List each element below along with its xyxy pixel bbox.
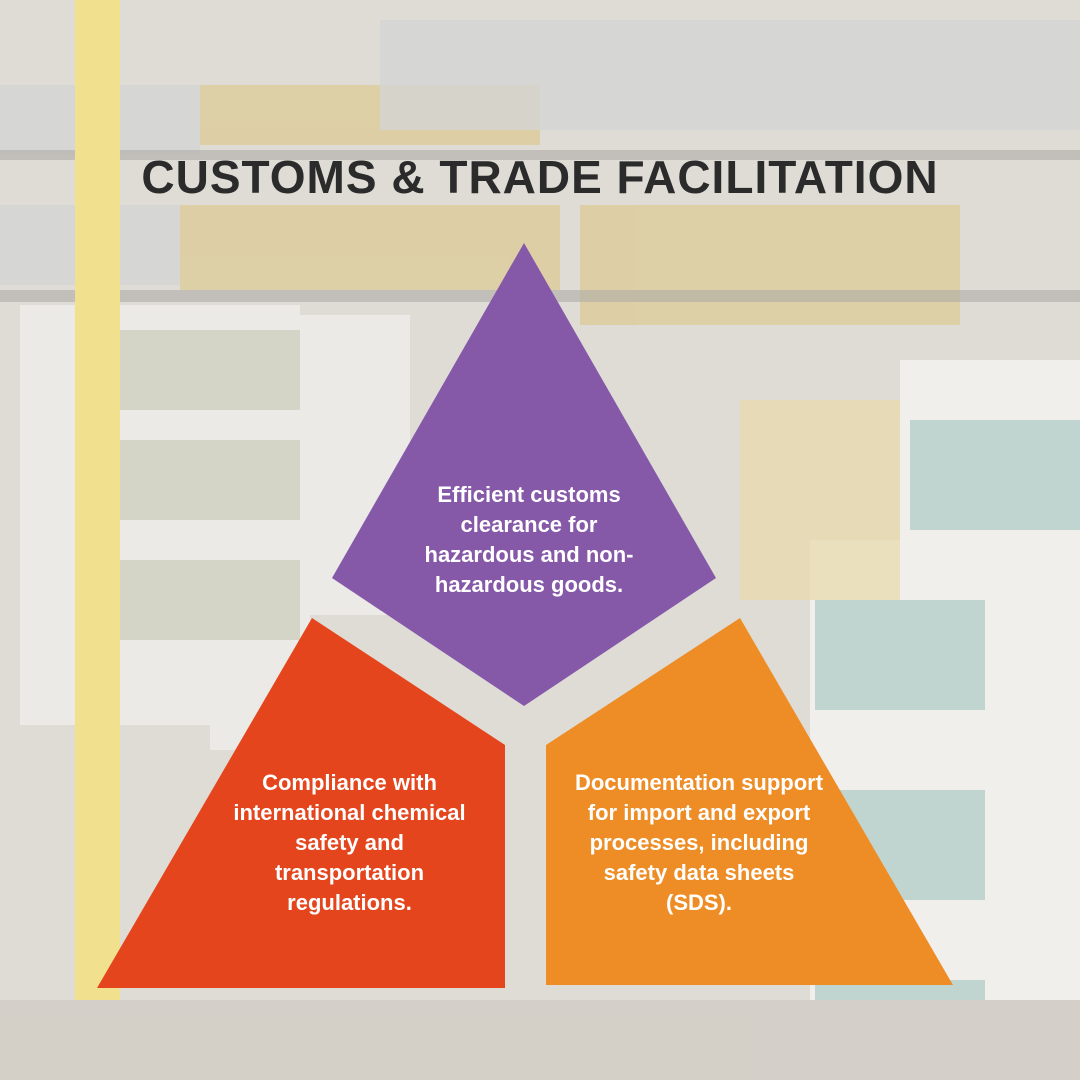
page-title: CUSTOMS & TRADE FACILITATION [141, 151, 939, 203]
purple-kite-shape [332, 243, 716, 706]
documentation-text: Documentation support for import and exp… [574, 770, 824, 915]
compliance-text: Compliance with international chemical s… [233, 770, 466, 915]
customs-clearance-text: Efficient customs clearance for hazardou… [424, 482, 634, 597]
red-pentagon-shape [97, 618, 505, 988]
orange-pentagon-shape [546, 618, 953, 985]
